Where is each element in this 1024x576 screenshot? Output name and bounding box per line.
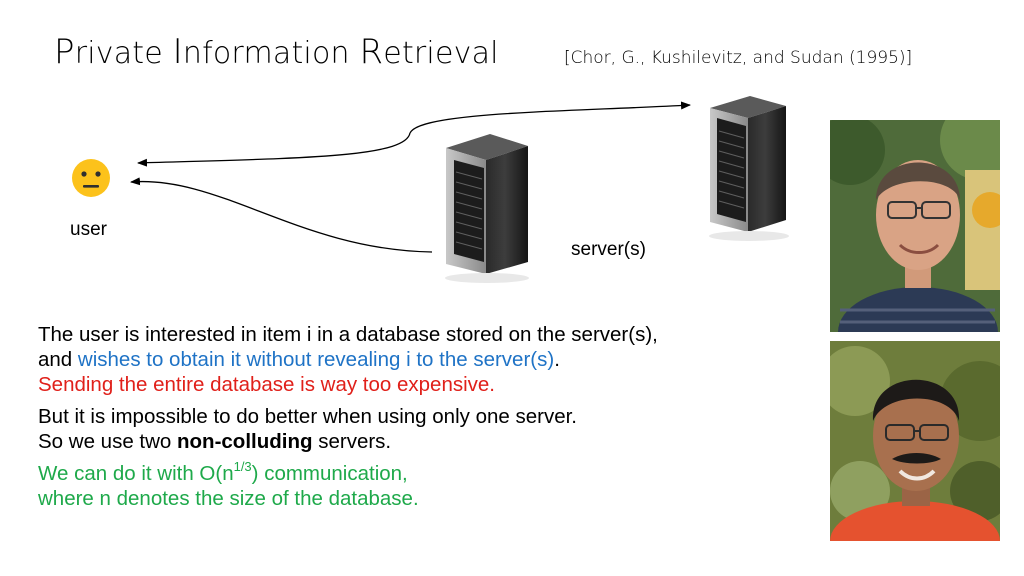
arrow-server1-to-user	[130, 177, 433, 253]
text-line: where n denotes the size of the database…	[38, 487, 419, 510]
text-line: The user is interested in item i in a da…	[38, 323, 658, 346]
text-line: So we use two non-colluding servers.	[38, 429, 818, 454]
title-word-nformation: nformation	[182, 36, 360, 71]
arrow-server2-to-user	[137, 132, 411, 167]
author-photo-2	[830, 341, 1000, 541]
title-letter-i: I	[172, 32, 183, 72]
text-span: So we use two	[38, 430, 178, 453]
title-word-rivate: rivate	[74, 36, 173, 71]
slide-body: The user is interested in item i in a da…	[38, 322, 818, 518]
text-line: We can do it with O(n1/3) communication,	[38, 459, 818, 486]
neutral-face-icon	[72, 159, 110, 197]
highlight-blue: wishes to obtain it without revealing i …	[77, 348, 555, 371]
title-letter-p: P	[54, 32, 75, 72]
paragraph-setup: The user is interested in item i in a da…	[38, 322, 818, 397]
author-photo-1	[830, 120, 1000, 332]
user-label: user	[70, 219, 107, 240]
slide-title: Private Information Retrieval	[54, 32, 499, 72]
bold-term: non-colluding	[177, 430, 313, 453]
title-letter-r: R	[359, 32, 384, 72]
highlight-red: Sending the entire database is way too e…	[38, 373, 495, 396]
text-span: We can do it with O(n	[38, 462, 234, 485]
server-rack-icon	[709, 96, 789, 241]
arrow-user-to-server2	[409, 101, 691, 134]
text-span: .	[554, 348, 560, 371]
text-line: But it is impossible to do better when u…	[38, 405, 577, 428]
citation: [Chor, G., Kushilevitz, and Sudan (1995)…	[564, 48, 913, 68]
server-rack-icon	[445, 134, 529, 283]
title-word-etrieval: etrieval	[383, 36, 499, 71]
paragraph-result: We can do it with O(n1/3) communication,…	[38, 459, 818, 511]
text-span: ) communication,	[251, 462, 408, 485]
exponent: 1/3	[233, 459, 252, 475]
servers-label: server(s)	[571, 239, 646, 260]
text-span: and	[38, 348, 78, 371]
text-span: servers.	[312, 430, 392, 453]
paragraph-two-servers: But it is impossible to do better when u…	[38, 404, 818, 454]
text-line: and wishes to obtain it without revealin…	[38, 347, 818, 372]
